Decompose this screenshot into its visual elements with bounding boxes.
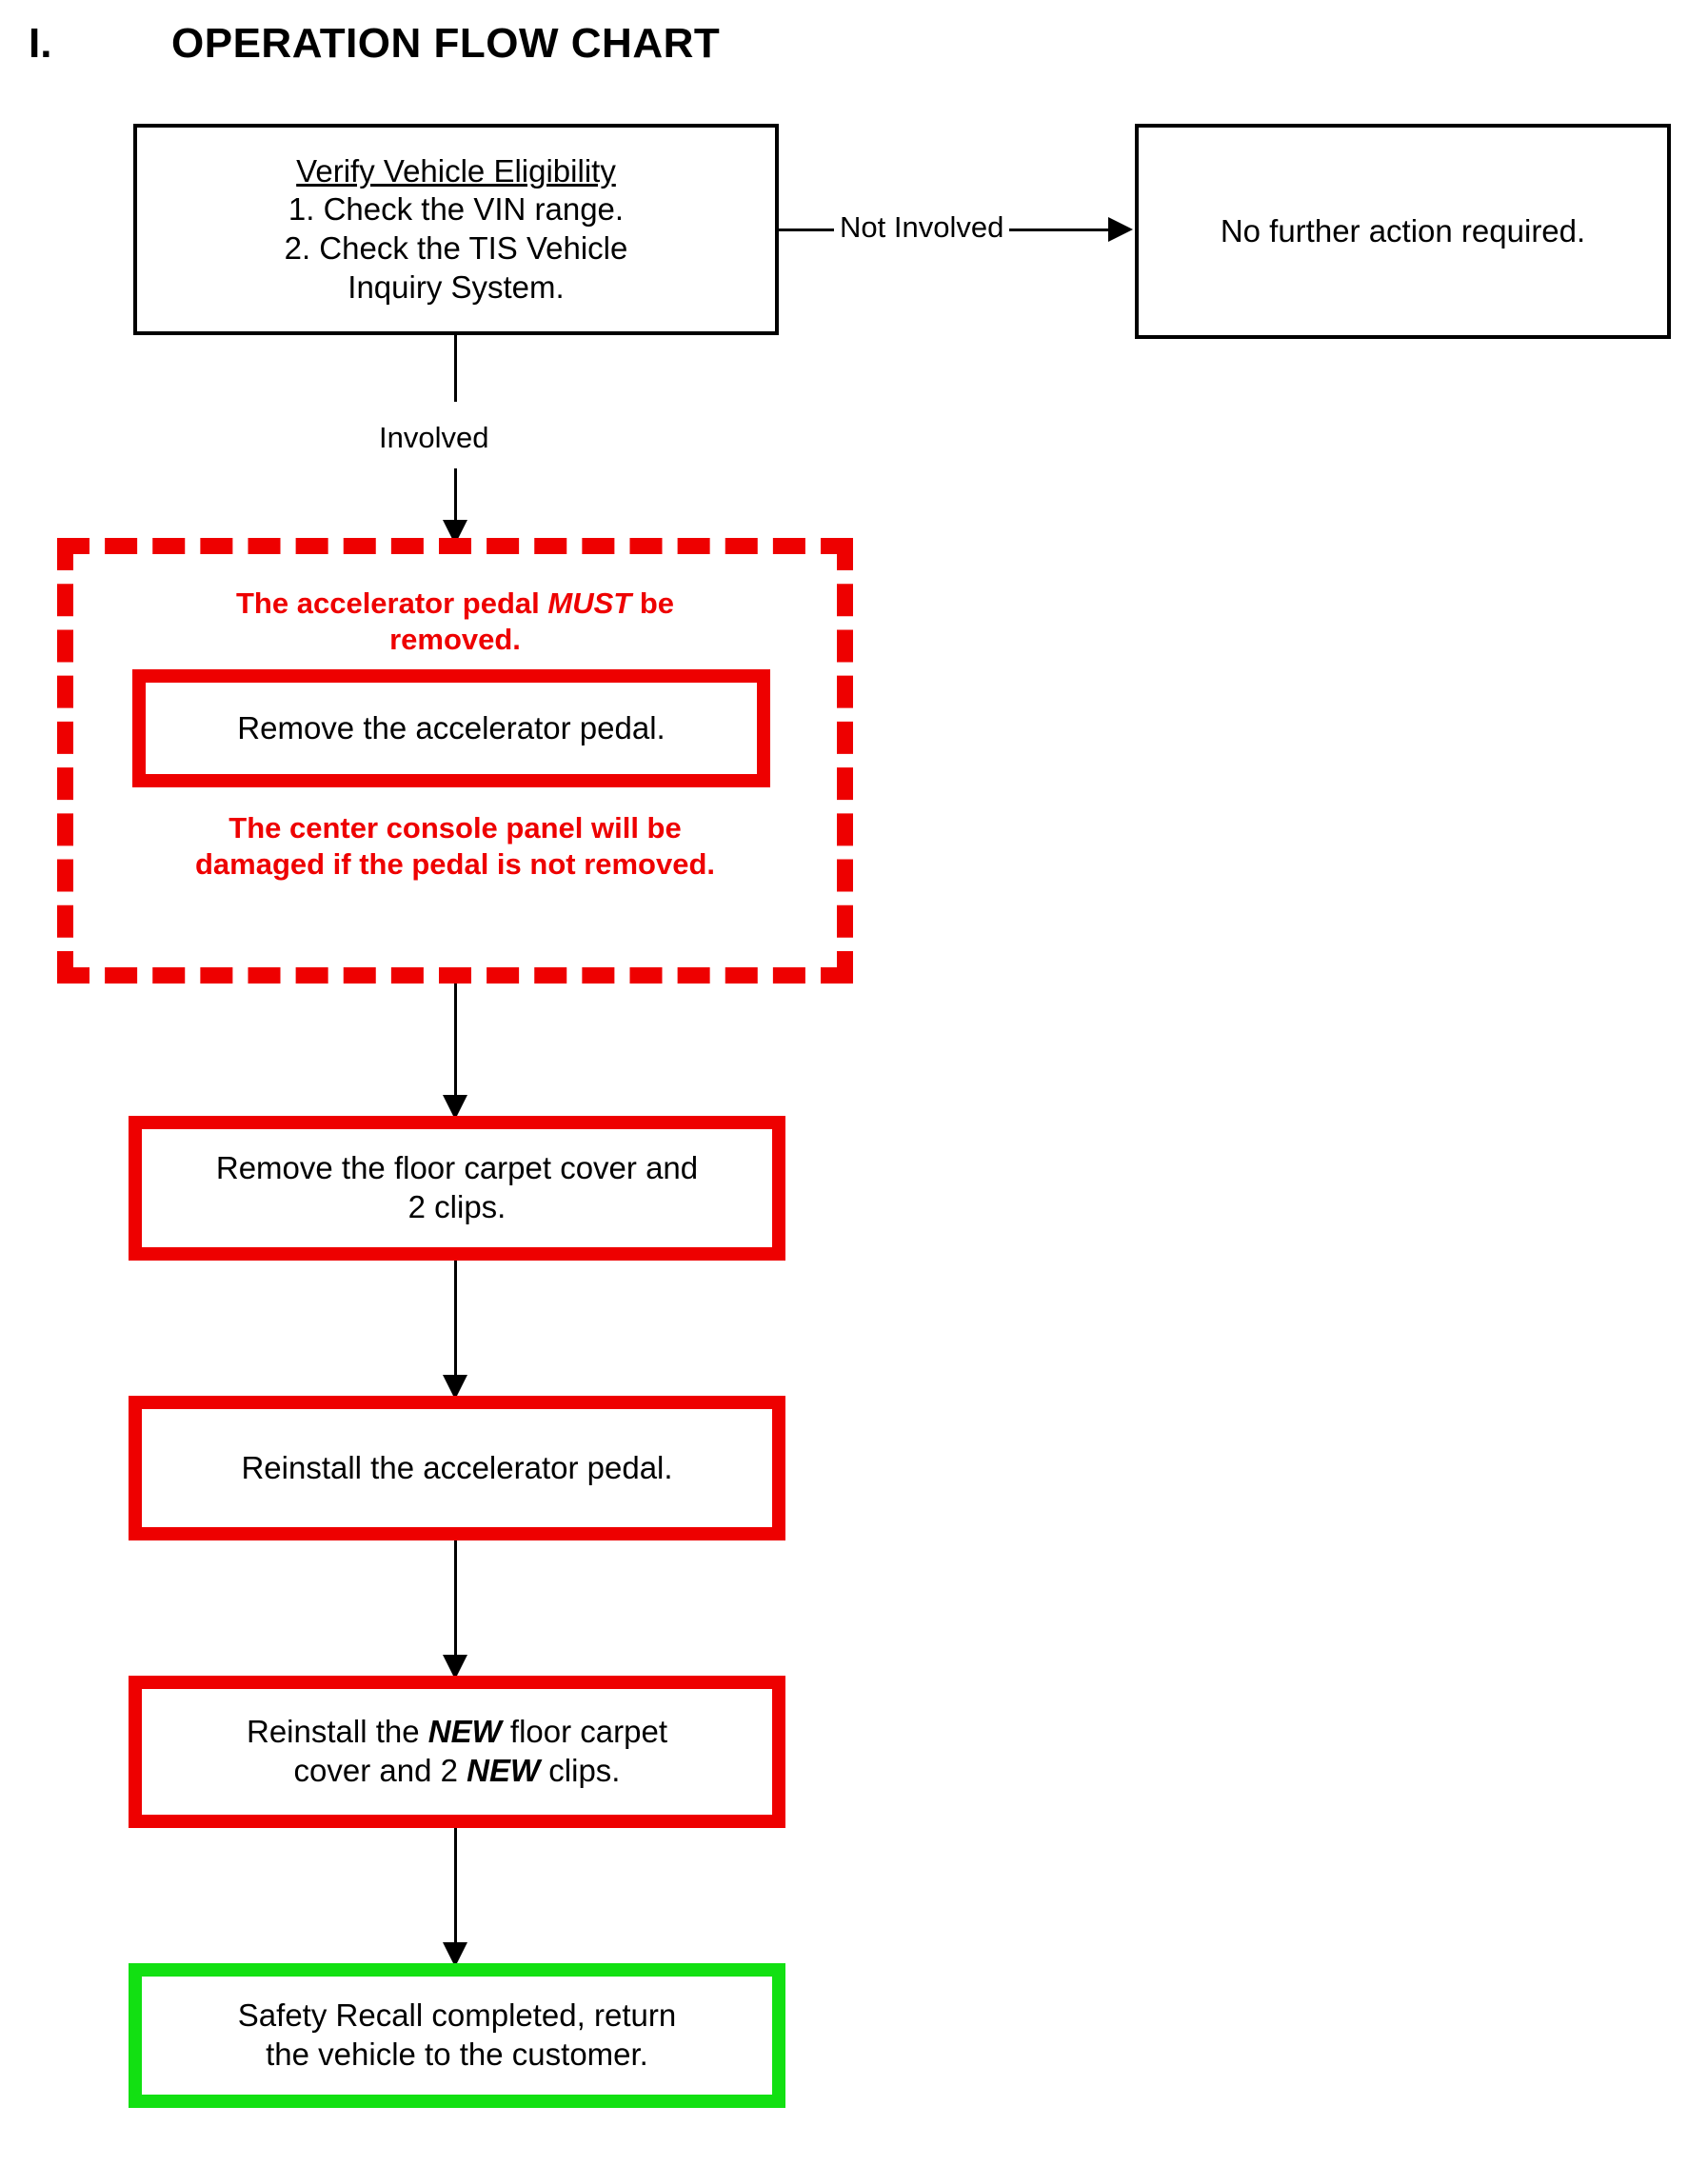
remove-carpet-text: Remove the floor carpet cover and 2 clip… bbox=[142, 1149, 772, 1226]
alert-warning-top-line-2: removed. bbox=[389, 622, 521, 656]
edge-label-not-involved: Not Involved bbox=[834, 210, 1010, 245]
node-reinstall-accelerator-pedal: Reinstall the accelerator pedal. bbox=[129, 1396, 785, 1540]
remove-carpet-line-2: 2 clips. bbox=[407, 1189, 506, 1224]
page-title-text: OPERATION FLOW CHART bbox=[171, 20, 721, 67]
no-action-text: No further action required. bbox=[1220, 212, 1586, 248]
connector-involved-line-lower bbox=[454, 468, 457, 539]
alert-warning-top: The accelerator pedal MUST be removed. bbox=[73, 586, 837, 658]
remove-carpet-line-1: Remove the floor carpet cover and bbox=[215, 1150, 699, 1186]
connector-pedal-to-newcarpet-arrowhead bbox=[443, 1655, 467, 1679]
alert-warning-top-part-2: be bbox=[631, 586, 674, 620]
edge-label-involved: Involved bbox=[373, 421, 495, 455]
alert-warning-bottom-line-1: The center console panel will be bbox=[228, 811, 682, 845]
page-title: I. OPERATION FLOW CHART bbox=[29, 15, 981, 72]
node-remove-floor-carpet: Remove the floor carpet cover and 2 clip… bbox=[129, 1116, 785, 1261]
completed-line-1: Safety Recall completed, return bbox=[237, 1997, 677, 2034]
connector-carpet-to-pedal-arrowhead bbox=[443, 1375, 467, 1400]
node-safety-recall-completed: Safety Recall completed, return the vehi… bbox=[129, 1963, 785, 2108]
alert-warning-bottom-line-2: damaged if the pedal is not removed. bbox=[194, 846, 716, 881]
node-verify-vehicle-eligibility: Verify Vehicle Eligibility 1. Check the … bbox=[133, 124, 779, 335]
reinstall-new-carpet-line-1-part-1: Reinstall the bbox=[246, 1714, 428, 1750]
alert-must-remove-pedal: The accelerator pedal MUST be removed. R… bbox=[57, 538, 853, 984]
alert-warning-top-part-1: The accelerator pedal bbox=[236, 586, 548, 620]
verify-item-2-line-2: Inquiry System. bbox=[348, 268, 565, 305]
remove-pedal-text: Remove the accelerator pedal. bbox=[237, 709, 665, 745]
connector-not-involved-arrowhead bbox=[1108, 217, 1133, 242]
alert-warning-top-emphasis: MUST bbox=[547, 586, 632, 620]
connector-involved-line-upper bbox=[454, 335, 457, 402]
connector-alert-to-carpet-arrowhead bbox=[443, 1095, 467, 1120]
verify-item-2-line-1: 2. Check the TIS Vehicle bbox=[284, 230, 628, 266]
node-reinstall-new-carpet: Reinstall the NEW floor carpet cover and… bbox=[129, 1676, 785, 1828]
connector-newcarpet-to-complete-line bbox=[454, 1828, 457, 1961]
alert-warning-bottom: The center console panel will be damaged… bbox=[73, 810, 837, 883]
reinstall-pedal-text: Reinstall the accelerator pedal. bbox=[241, 1449, 673, 1485]
reinstall-new-carpet-line-1: Reinstall the NEW floor carpet bbox=[142, 1713, 772, 1752]
reinstall-new-carpet-line-2-part-1: cover and 2 bbox=[293, 1753, 467, 1788]
reinstall-new-carpet-line-1-part-2: floor carpet bbox=[501, 1714, 667, 1750]
connector-carpet-to-pedal-line bbox=[454, 1261, 457, 1394]
verify-heading: Verify Vehicle Eligibility bbox=[296, 152, 616, 189]
connector-pedal-to-newcarpet-line bbox=[454, 1540, 457, 1674]
reinstall-new-carpet-line-2: cover and 2 NEW clips. bbox=[142, 1752, 772, 1791]
reinstall-new-carpet-emphasis-1: NEW bbox=[427, 1714, 502, 1750]
reinstall-new-carpet-line-2-part-2: clips. bbox=[540, 1753, 621, 1788]
reinstall-new-carpet-emphasis-2: NEW bbox=[467, 1753, 541, 1788]
completed-text: Safety Recall completed, return the vehi… bbox=[142, 1997, 772, 2074]
completed-line-2: the vehicle to the customer. bbox=[266, 2037, 648, 2072]
connector-newcarpet-to-complete-arrowhead bbox=[443, 1942, 467, 1967]
verify-item-1: 1. Check the VIN range. bbox=[288, 191, 625, 228]
connector-alert-to-carpet-line bbox=[454, 984, 457, 1114]
node-no-further-action: No further action required. bbox=[1135, 124, 1671, 339]
section-number: I. bbox=[29, 20, 52, 67]
reinstall-new-carpet-text: Reinstall the NEW floor carpet cover and… bbox=[142, 1713, 772, 1790]
verify-node-text: Verify Vehicle Eligibility 1. Check the … bbox=[137, 152, 775, 307]
node-remove-accelerator-pedal: Remove the accelerator pedal. bbox=[132, 669, 770, 787]
